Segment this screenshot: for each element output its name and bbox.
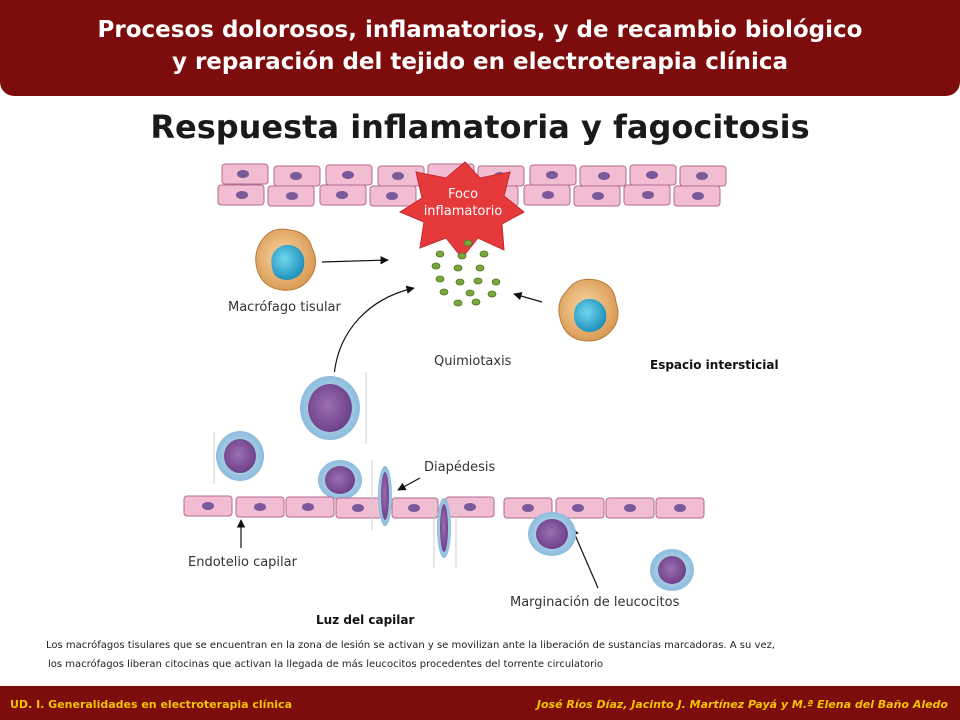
label-quimiotaxis: Quimiotaxis bbox=[434, 354, 512, 369]
caption-line1: Los macrófagos tisulares que se encuentr… bbox=[46, 640, 776, 651]
caption: Los macrófagos tisulares que se encuentr… bbox=[46, 636, 926, 674]
tissue-macrophage-right bbox=[558, 278, 619, 342]
caption-line2: los macrófagos liberan citocinas que act… bbox=[48, 659, 604, 670]
migration-arrows bbox=[236, 256, 599, 589]
footer-unit: UD. I. Generalidades en electroterapia c… bbox=[10, 698, 292, 711]
capillary-endothelium bbox=[183, 495, 705, 519]
header-banner: Procesos dolorosos, inflamatorios, y de … bbox=[0, 0, 960, 96]
header-title-line2: y reparación del tejido en electroterapi… bbox=[171, 49, 789, 75]
label-endotelio: Endotelio capilar bbox=[188, 555, 297, 570]
foco-label-line1: Foco bbox=[448, 187, 478, 202]
migrating-leukocyte bbox=[296, 372, 367, 444]
label-marginacion: Marginación de leucocitos bbox=[510, 595, 680, 610]
label-diapedesis: Diapédesis bbox=[424, 460, 496, 475]
leukocyte-center bbox=[318, 460, 362, 500]
foco-label-line2: inflamatorio bbox=[424, 204, 503, 219]
label-macrofago: Macrófago tisular bbox=[228, 300, 341, 315]
inflammation-diagram: Foco inflamatorio bbox=[183, 161, 727, 591]
slide-title: Respuesta inflamatoria y fagocitosis bbox=[150, 108, 810, 146]
marginating-leukocytes bbox=[528, 512, 694, 591]
header-title-line1: Procesos dolorosos, inflamatorios, y de … bbox=[97, 17, 863, 43]
label-espacio-intersticial: Espacio intersticial bbox=[650, 358, 779, 372]
diapedesis-cells bbox=[371, 460, 457, 568]
leukocyte-left bbox=[213, 431, 264, 484]
footer-bar: UD. I. Generalidades en electroterapia c… bbox=[0, 686, 960, 720]
tissue-macrophage-left bbox=[255, 228, 316, 291]
footer-authors: José Ríos Díaz, Jacinto J. Martínez Payá… bbox=[536, 698, 948, 711]
label-luz-capilar: Luz del capilar bbox=[316, 613, 415, 627]
chemotactic-particles bbox=[431, 239, 501, 307]
